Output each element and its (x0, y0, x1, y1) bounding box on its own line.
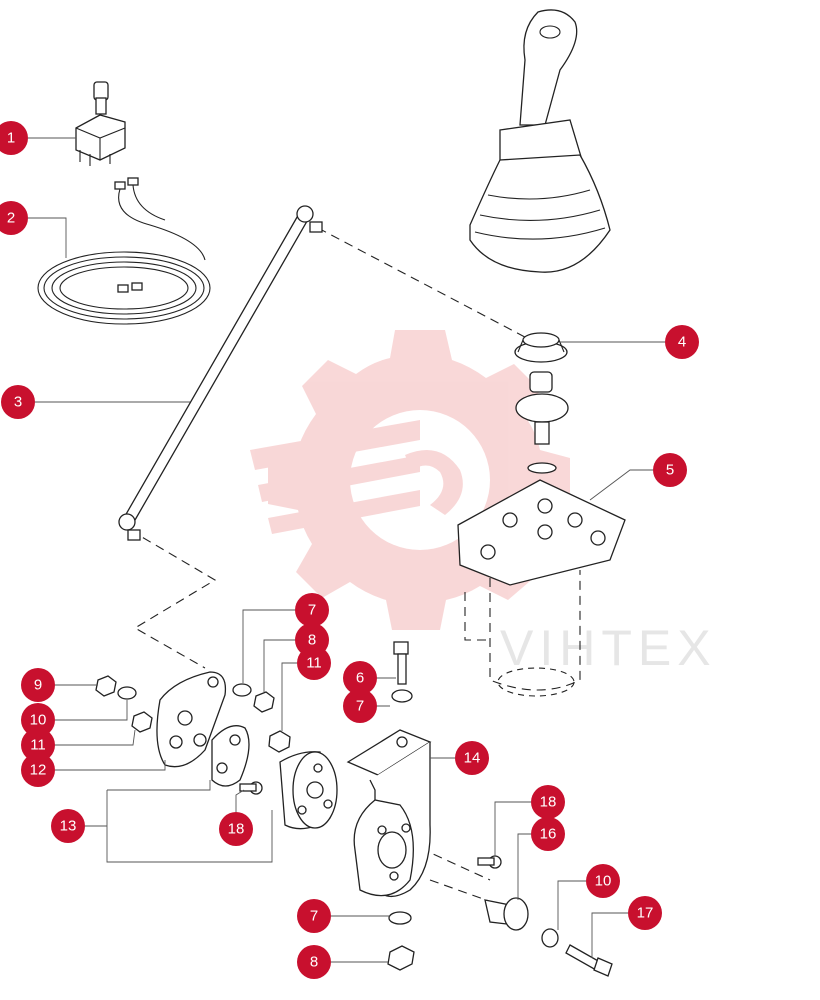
callout-17: 17 (628, 896, 662, 930)
svg-text:13: 13 (60, 818, 77, 835)
svg-text:11: 11 (306, 655, 322, 672)
bolt-17-part (565, 944, 613, 977)
svg-text:11: 11 (30, 737, 46, 754)
callout-7-mid: 7 (343, 689, 377, 723)
leader-11-left (55, 729, 136, 746)
svg-text:7: 7 (310, 908, 318, 925)
nut-11-left-part (131, 711, 153, 733)
svg-text:9: 9 (34, 677, 42, 694)
callout-11-left: 11 (21, 728, 55, 762)
svg-text:10: 10 (30, 712, 47, 729)
svg-text:4: 4 (678, 334, 686, 351)
callout-13: 13 (51, 809, 85, 843)
callout-10-right: 10 (586, 864, 620, 898)
assembly-line-rod-to-boot (317, 227, 541, 346)
washer-7-bracket-part (232, 683, 252, 697)
control-rod-part (118, 205, 323, 541)
nut-11-hub-part (268, 730, 291, 753)
screw-18-left-part (239, 781, 263, 795)
pivot-bracket-part (156, 671, 227, 768)
callout-10-left: 10 (21, 703, 55, 737)
svg-text:12: 12 (30, 762, 47, 779)
leader-12 (55, 760, 166, 771)
washer-7-lower-part (388, 911, 412, 925)
toggle-switch-part (75, 81, 126, 166)
svg-text:1: 1 (7, 130, 15, 147)
callout-5: 5 (653, 453, 687, 487)
nut-9-part (95, 675, 117, 697)
svg-text:5: 5 (666, 462, 674, 479)
leader-8-top (263, 639, 295, 692)
svg-text:14: 14 (464, 750, 481, 767)
valve-assembly-part (457, 371, 626, 697)
callout-9: 9 (21, 668, 55, 702)
leader-7-top (242, 609, 295, 683)
callout-14: 14 (455, 741, 489, 775)
leader-18-right (494, 801, 531, 856)
screw-18-right-part (477, 855, 502, 869)
leader-16 (517, 833, 531, 900)
svg-text:8: 8 (308, 632, 316, 649)
callout-16: 16 (531, 817, 565, 851)
callout-6: 6 (343, 661, 377, 695)
callout-12: 12 (21, 753, 55, 787)
assembly-line-screw (419, 847, 491, 881)
callout-1: 1 (0, 121, 28, 155)
svg-text:8: 8 (310, 954, 318, 971)
washer-10-right-part (541, 928, 559, 948)
washer-7-upper-part (391, 689, 413, 703)
pivot-hub-part (279, 751, 338, 830)
callout-4: 4 (665, 325, 699, 359)
svg-text:10: 10 (595, 873, 612, 890)
bolt-6-part (393, 641, 409, 685)
callout-7-top: 7 (295, 593, 329, 627)
callout-18-left: 18 (219, 812, 253, 846)
washer-10-left-part (117, 686, 137, 700)
svg-text:2: 2 (7, 210, 15, 227)
callout-7-bottom: 7 (297, 899, 331, 933)
angle-bracket-part (346, 729, 432, 897)
svg-text:3: 3 (14, 394, 22, 411)
callout-8-bottom: 8 (297, 945, 331, 979)
leader-13-bracket (85, 780, 273, 863)
callout-3: 3 (1, 385, 35, 419)
callout-11-top: 11 (297, 646, 331, 680)
nut-8-lower-part (387, 945, 415, 971)
leader-11-top (281, 662, 297, 731)
svg-text:7: 7 (308, 602, 316, 619)
leader-10-right (557, 880, 586, 930)
svg-text:18: 18 (228, 821, 245, 838)
svg-text:17: 17 (637, 905, 654, 922)
callout-18-right: 18 (531, 785, 565, 819)
callout-2: 2 (0, 201, 28, 235)
svg-text:18: 18 (540, 794, 557, 811)
leader-17 (591, 912, 628, 958)
bushing-16-part (484, 897, 529, 931)
svg-text:16: 16 (540, 826, 557, 843)
leader-18-left (235, 789, 245, 812)
watermark-text: VIHTEX (500, 620, 717, 676)
joystick-handle-part (469, 9, 611, 273)
assembly-line-rod-to-bracket (129, 529, 217, 669)
flange-plate-part (211, 725, 250, 787)
svg-text:7: 7 (356, 698, 364, 715)
leader-10-left (55, 700, 128, 721)
svg-text:6: 6 (356, 670, 364, 687)
wire-harness-part (37, 177, 211, 325)
leader-5 (589, 469, 653, 501)
leader-2 (28, 217, 67, 258)
nut-8-bracket-part (253, 691, 275, 713)
watermark-gear-logo (250, 330, 570, 630)
boot-cap-part (514, 332, 568, 363)
